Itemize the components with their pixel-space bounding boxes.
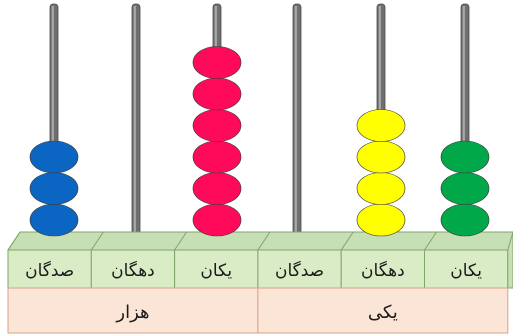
place-value-cell-5 [340,249,426,289]
group-label: هزار [115,302,149,323]
bead [440,140,490,174]
base-side-face [507,231,513,289]
group-label: یکی [368,302,398,323]
bevel-edge [90,231,104,251]
place-value-label: یکان [450,261,482,281]
bead [192,46,242,79]
group-labels: هزار یکی [7,287,509,334]
bevel-edge [257,231,271,251]
place-value-labels: صدگان دهگان یکان صدگان دهگان یکان [25,260,482,281]
bead [29,140,79,174]
base-top-bevel [7,231,513,251]
place-value-cell-4 [257,249,342,289]
rod-2 [131,3,141,245]
group-box-2 [257,287,509,334]
place-value-label: صدگان [275,260,324,281]
bead [192,109,242,142]
rod-highlight [133,6,136,242]
group-box-1 [7,287,259,334]
bead [440,203,490,237]
rod-highlight [294,6,297,242]
bead [29,203,79,237]
bead [192,203,242,237]
rod-4 [292,3,302,245]
place-value-label: صدگان [25,260,74,281]
place-value-label: دهگان [361,260,405,281]
place-value-label: دهگان [111,260,155,281]
base-block [7,231,513,289]
bead [29,172,79,205]
bead [192,77,242,111]
bevel-edge [340,231,354,251]
bevel-edge [7,231,21,251]
bevel-edge [424,231,437,251]
rod-highlight [462,6,465,242]
bead [440,172,490,205]
bead [356,172,406,205]
bead [356,109,406,142]
bead [192,172,242,205]
bead [192,140,242,174]
place-value-cell-1 [7,249,92,289]
beads-layer [29,46,490,237]
bead [356,203,406,237]
place-value-label: یکان [200,261,232,281]
place-value-cell-3 [174,249,259,289]
bevel-edge [174,231,188,251]
rods-layer [49,3,470,245]
rod-highlight [51,6,54,242]
bead [356,140,406,174]
